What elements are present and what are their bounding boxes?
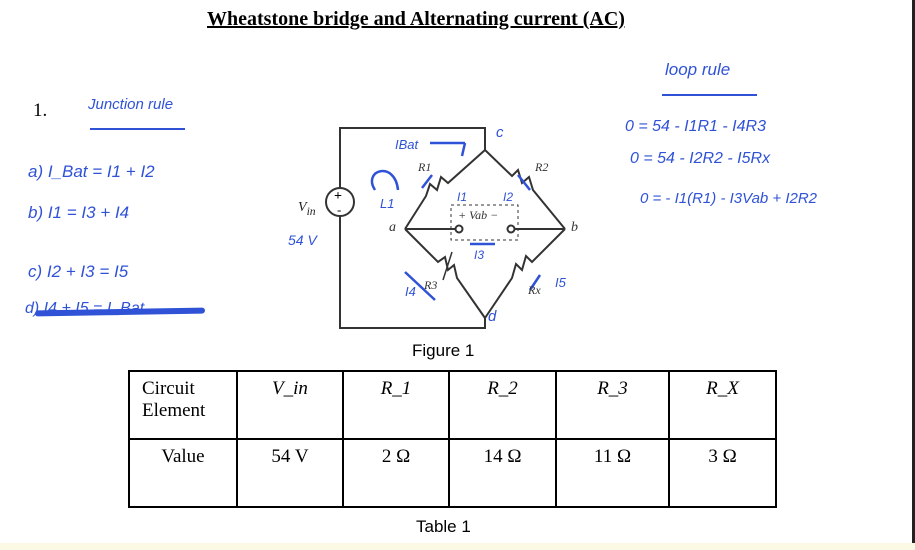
heading-underline	[662, 94, 757, 96]
junction-rule-heading: Junction rule	[88, 96, 174, 113]
loop-eq-3: 0 = - I1(R1) - I3Vab + I2R2	[640, 190, 818, 207]
svg-text:-: -	[337, 202, 341, 217]
svg-text:+: +	[334, 189, 342, 204]
vin-value: 54 V	[288, 232, 317, 248]
ibat-annotation: IBat	[395, 137, 419, 152]
branch-rx	[484, 228, 566, 319]
table-cell: 14 Ω	[448, 438, 557, 508]
node-b: b	[571, 220, 578, 235]
junction-eq-b: b) I1 = I3 + I4	[28, 203, 130, 222]
header-line: Element	[142, 400, 206, 421]
wire-top	[339, 127, 486, 188]
table-cell: 54 V	[236, 438, 344, 508]
column-header: R_2	[448, 370, 557, 440]
i5-annotation: I5	[555, 275, 566, 290]
vin-sub: in	[306, 204, 316, 218]
r1-label: R1	[418, 160, 432, 174]
column-header: R_1	[342, 370, 450, 440]
i3-annotation: I3	[474, 248, 485, 262]
r2-label: R2	[535, 160, 549, 174]
node-c: c	[496, 124, 504, 141]
loop-eq-2: 0 = 54 - I2R2 - I5Rx	[630, 150, 771, 167]
heading-underline	[90, 128, 185, 130]
i2-annotation: I2	[503, 190, 514, 204]
column-header: R_3	[555, 370, 670, 440]
table-cell: 2 Ω	[342, 438, 450, 508]
junction-eq-c: c) I2 + I3 = I5	[28, 262, 129, 281]
junction-eq-a: a) I_Bat = I1 + I2	[28, 162, 155, 181]
column-header: R_X	[668, 370, 777, 440]
vin-label: Vin	[298, 200, 316, 218]
branch-r3	[404, 228, 486, 319]
table-caption: Table 1	[416, 517, 471, 536]
i1-annotation: I1	[457, 190, 468, 204]
wire-bottom	[339, 216, 486, 329]
voltage-source	[325, 187, 355, 217]
i4-annotation: I4	[405, 284, 416, 299]
table-cell: 11 Ω	[555, 438, 670, 508]
table-cell: 3 Ω	[668, 438, 777, 508]
loop-eq-1: 0 = 54 - I1R1 - I4R3	[625, 118, 766, 135]
r3-label: R3	[424, 278, 438, 292]
rx-label: Rx	[528, 283, 541, 297]
vin-text: V	[298, 200, 307, 215]
problem-number: 1.	[33, 100, 48, 121]
table-row: Value 54 V 2 Ω 14 Ω 11 Ω 3 Ω	[128, 438, 777, 508]
vab-label: + Vab −	[458, 208, 499, 222]
column-header: V_in	[236, 370, 344, 440]
page-title: Wheatstone bridge and Alternating curren…	[207, 8, 625, 30]
bottom-strip	[0, 543, 915, 550]
figure-caption: Figure 1	[412, 341, 475, 360]
branch-r1	[404, 149, 486, 230]
node-a: a	[389, 220, 396, 235]
loop-l1: L1	[380, 196, 395, 211]
page-edge	[912, 0, 915, 543]
row-label: Value	[128, 438, 238, 508]
node-d: d	[488, 308, 497, 325]
loop-rule-heading: loop rule	[665, 60, 731, 79]
header-line: Circuit	[142, 378, 195, 399]
branch-r2	[484, 149, 566, 230]
